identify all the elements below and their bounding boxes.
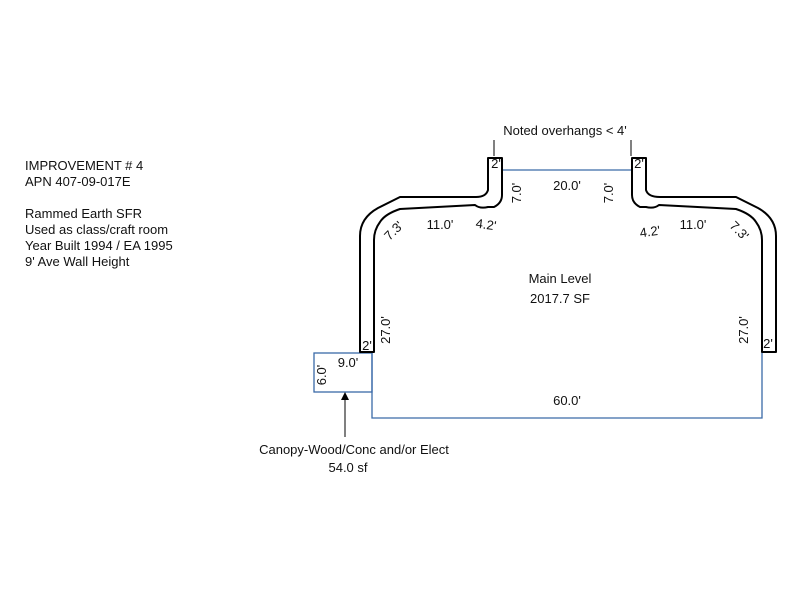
dim-left-diag: 7.3' — [381, 218, 406, 243]
dim-top: 20.0' — [553, 178, 581, 193]
overhang-note: Noted overhangs < 4' — [503, 123, 627, 138]
dim-canopy-height: 6.0' — [314, 365, 329, 386]
dim-overhang-left-top: 2' — [491, 156, 501, 171]
apn-number: APN 407-09-017E — [25, 174, 131, 189]
dim-right-small: 4.2' — [639, 223, 661, 241]
dim-right-notch: 7.0' — [601, 183, 616, 204]
building-type: Rammed Earth SFR — [25, 206, 143, 221]
canopy-outline — [313, 352, 373, 393]
canopy-label: Canopy-Wood/Conc and/or Elect — [259, 442, 449, 457]
dim-right-upper: 11.0' — [680, 217, 707, 232]
dim-left-upper: 11.0' — [427, 217, 454, 232]
canopy-area: 54.0 sf — [328, 460, 367, 475]
building-use: Used as class/craft room — [25, 222, 169, 237]
dim-overhang-right-side: 2' — [763, 336, 773, 351]
main-level-name: Main Level — [529, 271, 592, 286]
dim-right-side: 27.0' — [736, 316, 751, 344]
overhang-wall-right — [631, 157, 777, 353]
canopy-arrowhead — [341, 392, 349, 400]
dim-overhang-left-side: 2' — [362, 338, 372, 353]
overhang-wall — [359, 157, 503, 353]
dim-right-diag: 7.3' — [727, 218, 752, 243]
dim-left-side: 27.0' — [378, 316, 393, 344]
dim-left-small: 4.2' — [475, 216, 497, 234]
dim-canopy-width: 9.0' — [338, 355, 359, 370]
main-level-area: 2017.7 SF — [530, 291, 590, 306]
dim-overhang-right-top: 2' — [634, 156, 644, 171]
improvement-number: IMPROVEMENT # 4 — [25, 158, 144, 173]
improvement-info: IMPROVEMENT # 4 APN 407-09-017E Rammed E… — [25, 158, 173, 270]
dim-bottom: 60.0' — [553, 393, 581, 408]
dim-left-notch: 7.0' — [509, 183, 524, 204]
wall-height: 9' Ave Wall Height — [25, 254, 130, 269]
year-built: Year Built 1994 / EA 1995 — [25, 238, 173, 253]
